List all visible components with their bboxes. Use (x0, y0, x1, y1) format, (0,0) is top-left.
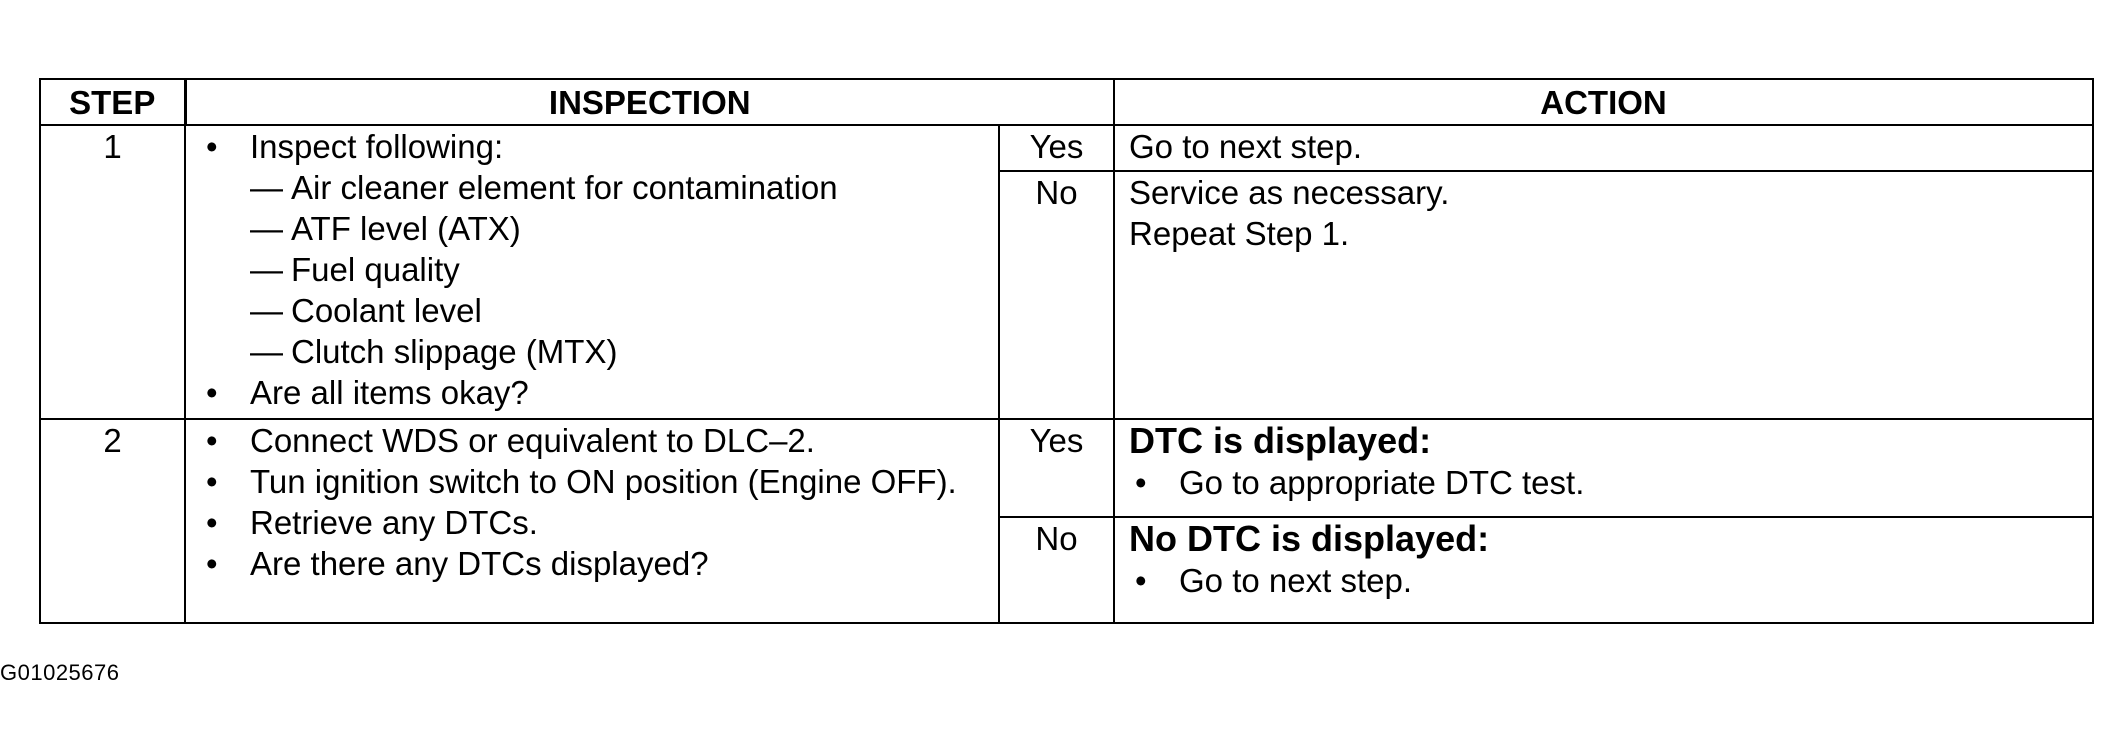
table-row: No No DTC is displayed: Go to next step. (40, 516, 2095, 624)
table-row: 2 Connect WDS or equivalent to DLC–2. Tu… (39, 418, 2095, 624)
inspection-bullet: Retrieve any DTCs. (200, 502, 984, 543)
inspection-subitem: —ATF level (ATX) (250, 210, 521, 247)
dash-glyph: — (250, 333, 283, 370)
header-action: ACTION (1113, 78, 2095, 126)
action-text: Go to next step. (1129, 128, 1362, 165)
inspection-bullet: Inspect following: —Air cleaner element … (200, 127, 984, 372)
inspection-subitem: —Fuel quality (250, 251, 460, 288)
inspection-bullet: Connect WDS or equivalent to DLC–2. (200, 421, 984, 461)
inspection-subitem: —Coolant level (250, 292, 482, 329)
inspection-subitem: —Clutch slippage (MTX) (250, 333, 618, 370)
answer-no: No (997, 170, 1116, 420)
table-row: 1 Inspect following: —Air cleaner elemen… (39, 124, 2095, 420)
header-inspection: INSPECTION (183, 78, 1116, 126)
inspection-cell: Connect WDS or equivalent to DLC–2. Tun … (184, 418, 1000, 624)
answer-yes: Yes (997, 124, 1116, 172)
inspection-bullet: Tun ignition switch to ON position (Engi… (200, 461, 984, 502)
answer-yes: Yes (997, 418, 1116, 518)
dash-glyph: — (250, 251, 283, 288)
inspection-subitem: —Air cleaner element for contamination (250, 169, 838, 206)
inspection-bullet: Are there any DTCs displayed? (200, 543, 984, 584)
dash-glyph: — (250, 210, 283, 247)
step-number: 1 (39, 124, 186, 420)
dash-glyph: — (250, 292, 283, 329)
step-number: 2 (39, 418, 186, 624)
action-cell: No DTC is displayed: Go to next step. (1113, 516, 2095, 624)
action-bullet: Go to appropriate DTC test. (1129, 462, 2078, 503)
inspection-cell: Inspect following: —Air cleaner element … (184, 124, 1000, 420)
action-text: Repeat Step 1. (1129, 215, 1350, 252)
action-cell: DTC is displayed: Go to appropriate DTC … (1113, 418, 2095, 518)
action-bullet: Go to next step. (1129, 560, 2078, 601)
action-cell: Service as necessary. Repeat Step 1. (1113, 170, 2095, 420)
figure-id: G01025676 (0, 660, 120, 685)
action-heading: No DTC is displayed: (1129, 518, 1490, 559)
header-step: STEP (39, 78, 187, 126)
action-heading: DTC is displayed: (1129, 420, 1432, 461)
header-row: STEP INSPECTION ACTION (39, 78, 2095, 126)
inspection-text: Are all items okay? (250, 374, 529, 411)
answer-no: No (997, 516, 1116, 624)
action-cell: Go to next step. (1113, 124, 2095, 172)
diagnostic-table: STEP INSPECTION ACTION 1 Inspect followi… (39, 78, 2095, 624)
action-text: Service as necessary. (1129, 174, 1450, 211)
dash-glyph: — (250, 169, 283, 206)
table-row: No Service as necessary. Repeat Step 1. (40, 170, 2095, 420)
inspection-bullet: Are all items okay? (200, 372, 984, 413)
inspection-text: Inspect following: (250, 128, 504, 165)
